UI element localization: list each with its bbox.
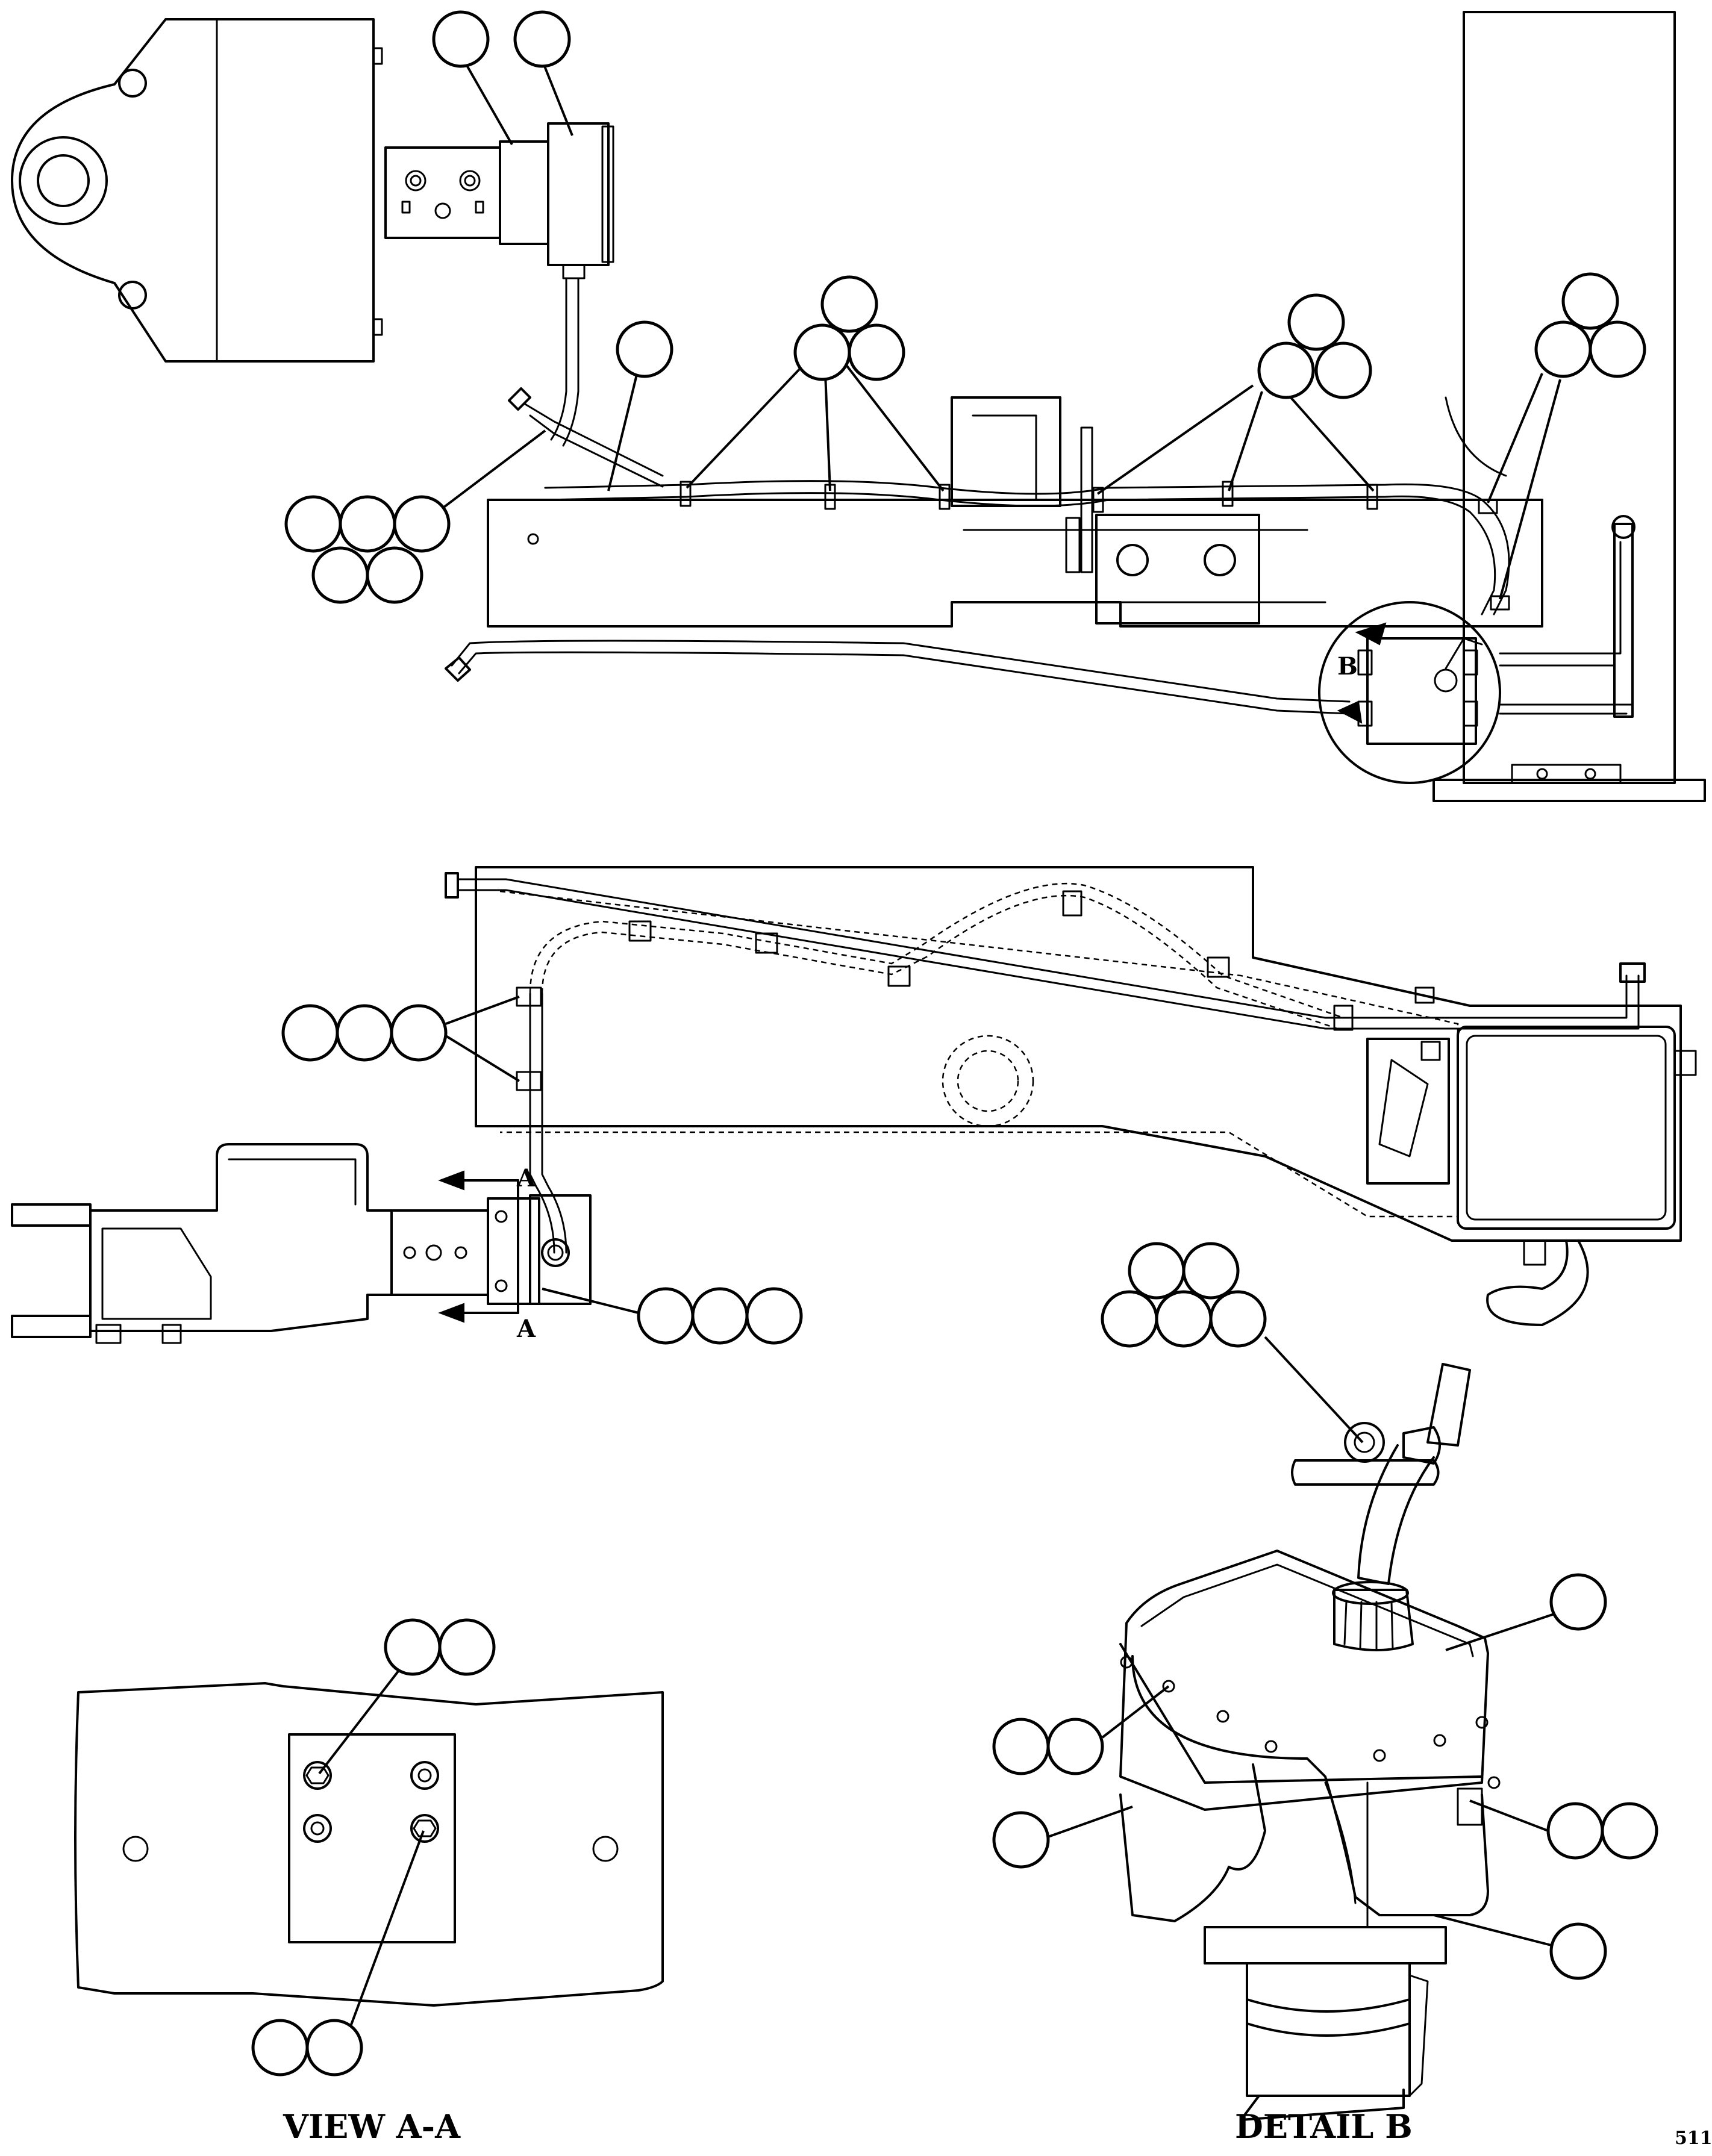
callout-view-a-lower-plug [251,1830,425,2077]
callout-detail-b-fitting [1101,1242,1364,1444]
side-boom [475,866,1697,1326]
callout-side-fitting [542,1287,803,1345]
callout-arm-block-a [432,10,513,145]
callout-left-fitting-cluster [284,429,546,604]
tube-run [445,480,1634,715]
section-a-bottom-label: A [516,1315,536,1343]
pivot-housing [11,18,383,363]
callout-detail-b-cover [1445,1573,1607,1651]
callout-tube [607,320,673,491]
valve-block [384,122,614,447]
detail-b-title: DETAIL B [1235,2107,1413,2146]
callout-detail-b-bolt-left [992,1685,1170,1775]
callout-clip-cluster-right [1487,272,1646,600]
view-a-title: VIEW A-A [283,2107,461,2146]
view-a-a: VIEW A-A [74,1682,664,2146]
callout-detail-b-housing [992,1805,1133,1869]
callout-detail-b-base [1433,1914,1607,1980]
callouts [251,10,1658,2077]
callout-clip-cluster-mid [1096,293,1375,495]
figure-number: 51152 [1675,2128,1712,2149]
detail-b: DETAIL B [1119,1363,1501,2146]
callout-clip-cluster-left [686,275,945,492]
callout-side-clips [281,995,520,1082]
callout-arm-block-b [513,10,573,136]
side-tubes [445,872,1646,1254]
side-yoke [11,1143,592,1344]
section-a-top-label: A [516,1164,536,1192]
detail-b-label: B [1337,652,1358,681]
detail-b-marker: B [1318,601,1501,784]
tube-clips [679,481,1510,611]
section-a-arrows: A A [438,1164,536,1343]
boom-body [487,396,1543,628]
side-view: A A [11,866,1697,1344]
mast [1432,11,1706,802]
callout-detail-b-bolt-right [1469,1799,1658,1860]
top-view: B [11,11,1706,802]
callout-view-a-upper-plug [318,1618,496,1775]
